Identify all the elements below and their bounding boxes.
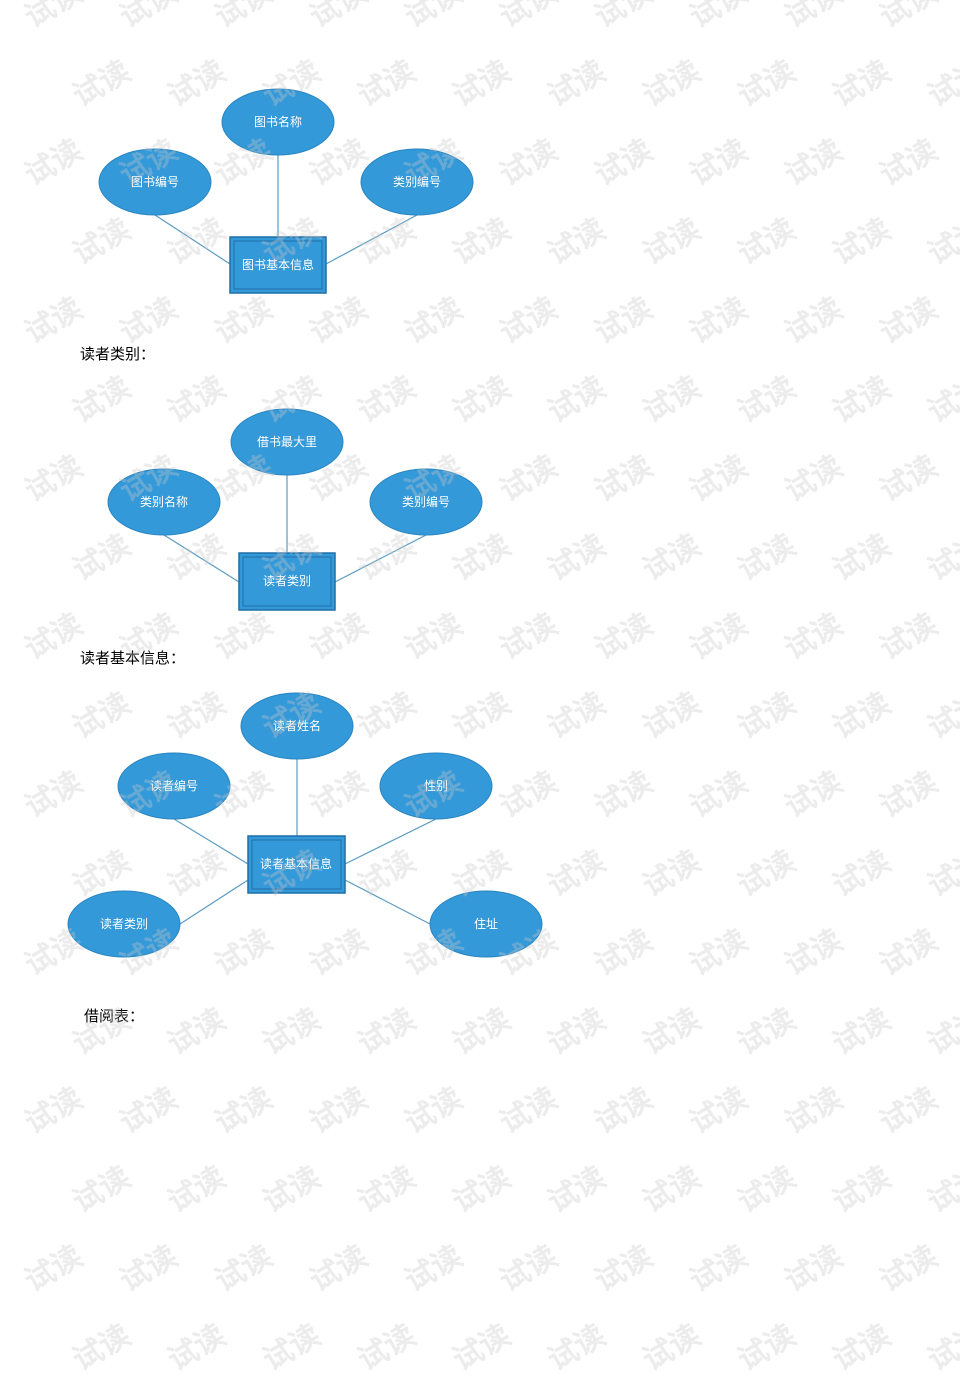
attribute-label: 类别编号 [402, 494, 450, 509]
connector-line [334, 534, 427, 583]
attribute-label: 借书最大里 [257, 435, 317, 449]
entity-label: 读者类别 [263, 574, 311, 588]
er-diagram-book-info: 图书名称 图书编号 类别编号 图书基本信息 [98, 88, 474, 294]
attribute-label: 类别名称 [140, 494, 188, 509]
attribute-ellipse [240, 692, 354, 760]
entity-label: 图书基本信息 [242, 257, 314, 272]
entity-box [247, 835, 346, 894]
er-diagram-reader-category: 借书最大里 类别名称 类别编号 读者类别 [107, 408, 483, 611]
entity-inner-border [242, 556, 332, 607]
section-heading-reader-category: 读者类别： [80, 345, 156, 363]
connector-line [344, 818, 437, 865]
connector-line [325, 214, 418, 265]
entity-box [238, 552, 336, 611]
connector-line [179, 879, 249, 925]
attribute-label: 读者姓名 [273, 718, 321, 733]
section-heading-borrow-table: 借阅表： [84, 1007, 145, 1025]
attribute-label: 性别 [424, 779, 448, 793]
attribute-label: 读者编号 [150, 778, 198, 793]
connector-line [173, 818, 249, 865]
attribute-ellipse [221, 88, 335, 156]
attribute-ellipse [379, 752, 493, 820]
section-heading-reader-info: 读者基本信息： [80, 649, 186, 667]
attribute-ellipse [67, 890, 181, 958]
entity-inner-border [251, 839, 342, 890]
attribute-label: 图书名称 [254, 114, 302, 129]
entity-inner-border [233, 240, 323, 290]
connector-line [344, 879, 431, 925]
attribute-label: 类别编号 [393, 174, 441, 189]
attribute-ellipse [107, 468, 221, 536]
attribute-ellipse [429, 890, 543, 958]
attribute-ellipse [230, 408, 344, 476]
attribute-ellipse [117, 752, 231, 820]
entity-label: 读者基本信息 [260, 856, 332, 871]
attribute-ellipse [369, 468, 483, 536]
connector-line [163, 534, 240, 583]
attribute-ellipse [360, 148, 474, 216]
attribute-label: 图书编号 [131, 174, 179, 189]
er-diagram-reader-info: 读者姓名 读者编号 性别 读者类别 住址 读者基本信息 [67, 692, 543, 958]
connector-line [154, 214, 231, 265]
attribute-ellipse [98, 148, 212, 216]
attribute-label: 住址 [474, 917, 498, 931]
entity-box [229, 236, 327, 294]
attribute-label: 读者类别 [100, 917, 148, 931]
